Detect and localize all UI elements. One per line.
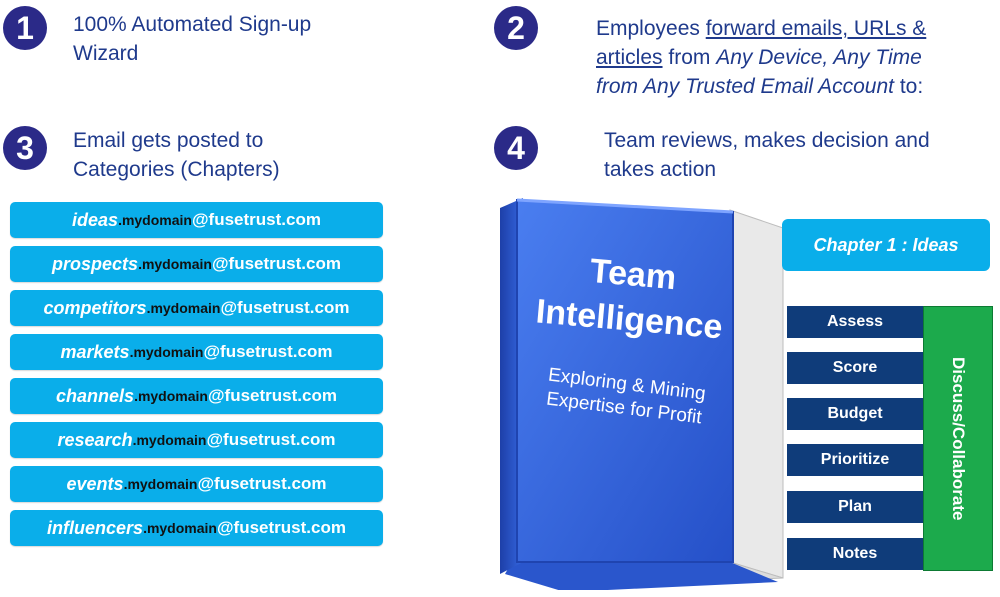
email-domain: .mydomain (132, 432, 207, 448)
task-plan[interactable]: Plan (786, 490, 924, 524)
email-host: @fusetrust.com (207, 386, 337, 405)
step-2-line1-link: forward emails, URLs & (705, 17, 927, 40)
task-budget[interactable]: Budget (786, 397, 924, 431)
email-domain: .mydomain (134, 388, 208, 404)
email-category: influencers (47, 517, 144, 538)
step-2-line2-c: Any Device, Any Time (716, 46, 922, 69)
step-1-number-badge: 1 (3, 6, 47, 50)
step-2-line2-link: articles (596, 46, 663, 69)
email-host: @fusetrust.com (203, 342, 333, 361)
discuss-collaborate-bar[interactable]: Discuss/Collaborate (923, 306, 993, 571)
email-address-competitors[interactable]: competitors.mydomain@fusetrust.com (10, 290, 383, 326)
email-domain: .mydomain (118, 212, 192, 228)
email-address-channels[interactable]: channels.mydomain@fusetrust.com (10, 378, 383, 414)
email-domain: .mydomain (146, 300, 221, 316)
step-2-line3-a: from Any Trusted Email Account (596, 75, 894, 98)
step-2-number-badge: 2 (494, 6, 538, 50)
book-icon: Team Intelligence Exploring & Mining Exp… (500, 198, 784, 590)
email-domain: .mydomain (143, 520, 217, 536)
step-2-line3-b: to: (894, 75, 924, 98)
task-score[interactable]: Score (786, 351, 924, 385)
step-4-text: Team reviews, makes decision and takes a… (604, 126, 994, 184)
email-host: @fusetrust.com (206, 430, 336, 449)
email-category: research (57, 429, 133, 450)
step-3-number-badge: 3 (3, 126, 47, 170)
email-category: markets (60, 341, 130, 362)
task-prioritize[interactable]: Prioritize (786, 443, 924, 477)
discuss-collaborate-label: Discuss/Collaborate (949, 356, 968, 521)
email-domain: .mydomain (129, 344, 204, 360)
task-notes[interactable]: Notes (786, 537, 924, 571)
chapter-label-banner: Chapter 1 : Ideas (782, 219, 990, 271)
task-assess[interactable]: Assess (786, 305, 924, 339)
step-2-line2-b: from (662, 46, 717, 69)
step-2-line1-a: Employees (596, 17, 706, 40)
email-address-influencers[interactable]: influencers.mydomain@fusetrust.com (10, 510, 383, 546)
email-address-list: ideas.mydomain@fusetrust.com prospects.m… (10, 202, 383, 554)
step-2-text: Employees forward emails, URLs & article… (596, 14, 996, 101)
email-host: @fusetrust.com (197, 474, 327, 493)
step-4-line2: takes action (604, 158, 717, 181)
email-host: @fusetrust.com (220, 298, 350, 317)
email-address-events[interactable]: events.mydomain@fusetrust.com (10, 466, 383, 502)
step-3-line2: Categories (Chapters) (73, 158, 280, 181)
book-title-line1: Team (588, 252, 677, 297)
email-address-research[interactable]: research.mydomain@fusetrust.com (10, 422, 383, 458)
email-category: competitors (43, 297, 147, 318)
email-category: prospects (52, 253, 139, 274)
email-address-prospects[interactable]: prospects.mydomain@fusetrust.com (10, 246, 383, 282)
step-4-number-badge: 4 (494, 126, 538, 170)
email-category: channels (56, 385, 135, 406)
email-host: @fusetrust.com (211, 254, 341, 273)
email-domain: .mydomain (138, 256, 212, 272)
email-address-ideas[interactable]: ideas.mydomain@fusetrust.com (10, 202, 383, 238)
email-host: @fusetrust.com (191, 210, 321, 229)
email-category: ideas (72, 209, 119, 230)
email-domain: .mydomain (123, 476, 198, 492)
step-3-line1: Email gets posted to (73, 129, 264, 152)
step-1-text: 100% Automated Sign-up Wizard (73, 13, 312, 65)
email-host: @fusetrust.com (216, 518, 346, 537)
step-3-text: Email gets posted to Categories (Chapter… (73, 126, 373, 184)
step-4-line1: Team reviews, makes decision and (604, 129, 930, 152)
email-address-markets[interactable]: markets.mydomain@fusetrust.com (10, 334, 383, 370)
email-category: events (66, 473, 124, 494)
